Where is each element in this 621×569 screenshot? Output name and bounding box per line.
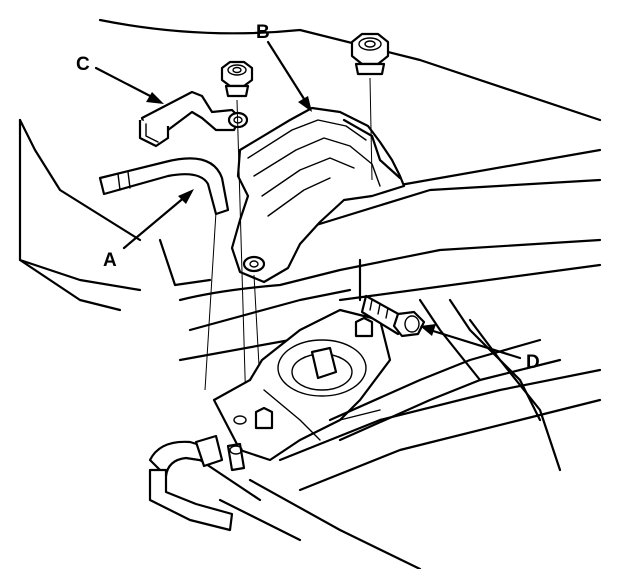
engine-block-outline — [18, 18, 602, 362]
subframe-rails — [198, 298, 602, 569]
callout-leader-a — [122, 189, 194, 250]
engine-mount-lower — [212, 308, 392, 462]
callout-leader-b — [266, 40, 312, 112]
callout-label-c: C — [76, 54, 90, 75]
mount-bracket-b — [230, 106, 406, 284]
hose-a — [98, 157, 230, 216]
callout-label-b: B — [256, 22, 270, 43]
lower-hoses — [148, 434, 246, 532]
bolt-d — [360, 294, 426, 338]
callout-leader-d — [420, 324, 522, 360]
nut-c — [220, 60, 254, 98]
callout-leader-c — [94, 66, 164, 104]
callout-label-d: D — [526, 352, 540, 373]
callout-label-a: A — [103, 250, 117, 271]
nut-b — [350, 32, 390, 76]
